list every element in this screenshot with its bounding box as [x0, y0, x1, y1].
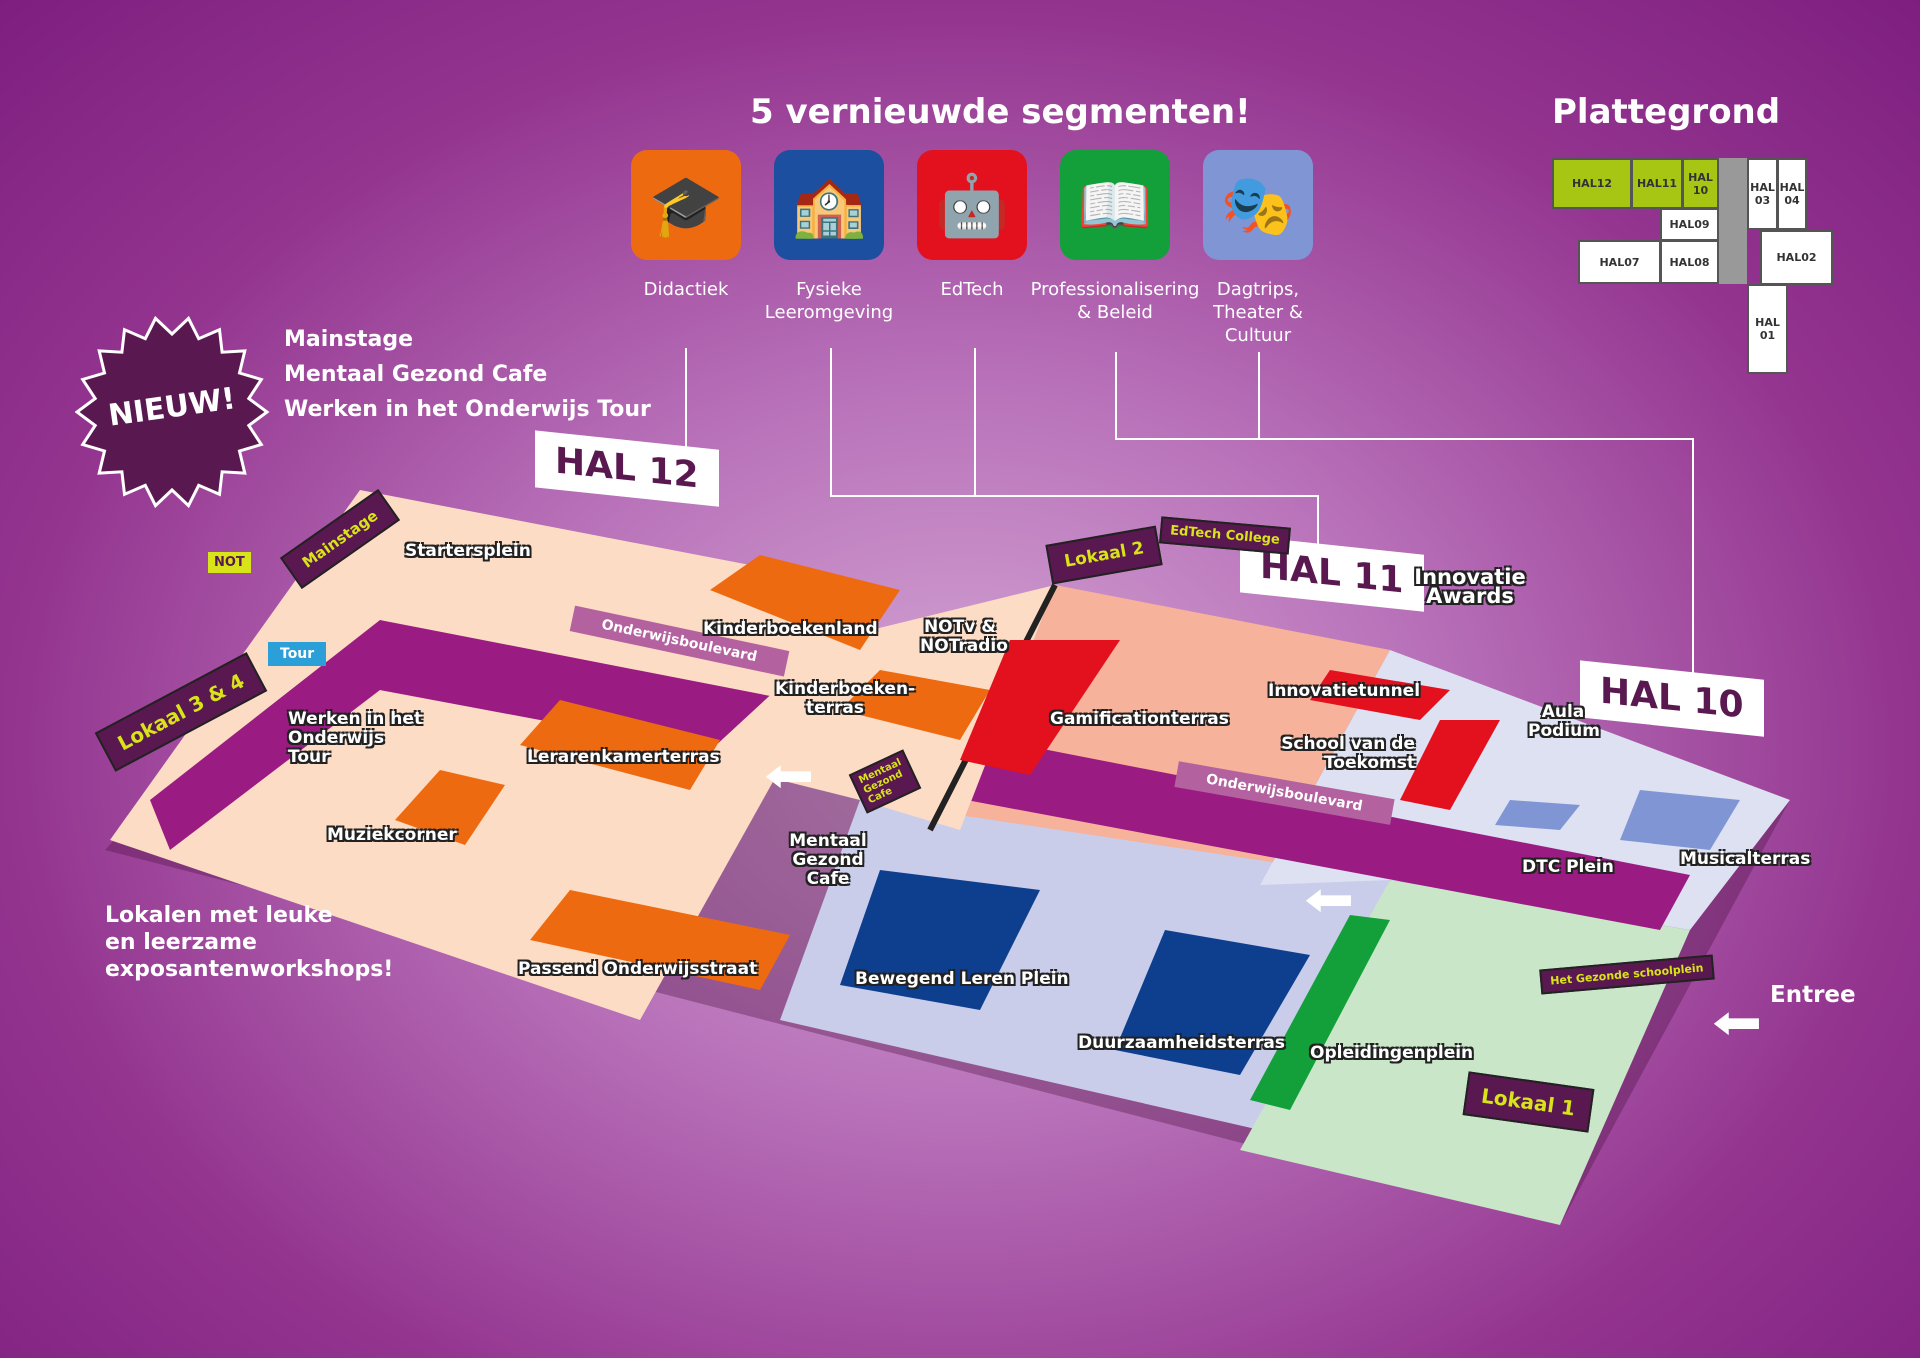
connector-line — [974, 348, 976, 496]
area-notv[interactable]: NOTv & NOTradio — [920, 617, 1008, 656]
connector-line — [1317, 495, 1319, 545]
mini-hal12: HAL12 — [1552, 158, 1632, 209]
hal12-floor — [110, 490, 880, 1020]
school-building-icon: 🏫 — [774, 150, 884, 260]
segment-didactiek[interactable]: 🎓Didactiek — [631, 150, 741, 300]
not-logo: NOT — [208, 552, 251, 573]
mini-hal09: HAL09 — [1660, 208, 1719, 241]
area-duurzaamheidsterras[interactable]: Duurzaamheidsterras — [1078, 1033, 1286, 1053]
gamification-zone — [960, 640, 1120, 775]
new-item: Werken in het Onderwijs Tour — [284, 397, 651, 422]
connector-line — [1115, 352, 1117, 440]
entrance-label: Entree — [1770, 982, 1856, 1008]
innovatie-awards: Innovatie Awards — [1414, 565, 1526, 608]
new-badge-starburst — [75, 315, 270, 509]
area-opleidingenplein[interactable]: Opleidingenplein — [1310, 1043, 1474, 1063]
segments-title: 5 vernieuwde segmenten! — [750, 92, 1251, 132]
school-toekomst-zone — [1400, 720, 1500, 810]
workshops-note: Lokalen met leuke en leerzame exposanten… — [105, 903, 394, 982]
mini-hal02: HAL02 — [1760, 230, 1833, 285]
area-muziekcorner[interactable]: Muziekcorner — [327, 825, 457, 845]
graduation-cap-icon: 🎓 — [631, 150, 741, 260]
duurzaamheid-zone — [1115, 930, 1310, 1075]
entrance-arrow-icon: ⬅ — [1712, 995, 1763, 1049]
kinderboekenterras-zone — [840, 670, 990, 740]
robot-icon: 🤖 — [917, 150, 1027, 260]
new-items: Mainstage Mentaal Gezond Cafe Werken in … — [284, 322, 651, 427]
lerarenkamer-zone — [520, 700, 720, 790]
area-bewegend-leren-plein[interactable]: Bewegend Leren Plein — [855, 969, 1069, 989]
mini-hal07: HAL07 — [1578, 240, 1661, 284]
mini-hal04: HAL 04 — [1777, 158, 1807, 230]
connector-line — [830, 348, 832, 496]
segment-edtech[interactable]: 🤖EdTech — [917, 150, 1027, 300]
mini-hal11: HAL11 — [1631, 158, 1683, 209]
bewegend-zone — [840, 870, 1040, 1010]
area-innovatietunnel[interactable]: Innovatietunnel — [1268, 681, 1421, 701]
area-werken-tour[interactable]: Werken in het Onderwijs Tour — [288, 709, 423, 767]
area-kinderboekenland[interactable]: Kinderboekenland — [703, 619, 878, 639]
open-book-icon: 📖 — [1060, 150, 1170, 260]
segment-dagtrips[interactable]: 🎭Dagtrips, Theater & Cultuur — [1203, 150, 1313, 346]
mini-hal03: HAL 03 — [1747, 158, 1778, 230]
connector-line — [685, 348, 687, 468]
segment-fysieke-leeromgeving[interactable]: 🏫Fysieke Leeromgeving — [765, 150, 893, 323]
new-item: Mainstage — [284, 327, 414, 352]
opleidingen-zone — [1250, 915, 1390, 1110]
arrow-left-icon: ⬅ — [764, 748, 815, 802]
mini-hal10: HAL 10 — [1682, 158, 1719, 209]
area-gamificationterras[interactable]: Gamificationterras — [1050, 709, 1229, 729]
connector-line — [1115, 438, 1693, 440]
passend-zone — [530, 890, 790, 990]
musical-zone — [1620, 790, 1740, 850]
connector-line — [830, 495, 1318, 497]
area-school-van-de-toekomst[interactable]: School van de Toekomst — [1281, 734, 1415, 773]
connector-line — [1258, 352, 1260, 440]
muziekcorner-zone — [395, 770, 505, 845]
area-mentaal-gezond-cafe[interactable]: Mentaal Gezond Cafe — [789, 831, 867, 889]
area-dtc-plein[interactable]: DTC Plein — [1522, 857, 1614, 877]
area-aula-podium[interactable]: Aula Podium — [1528, 702, 1600, 741]
kinderboekenland-zone — [710, 555, 900, 650]
arrow-left-icon: ⬅ — [1304, 872, 1355, 926]
area-musicalterras[interactable]: Musicalterras — [1680, 849, 1811, 869]
mini-hal01: HAL 01 — [1747, 284, 1788, 374]
area-lerarenkamerterras[interactable]: Lerarenkamerterras — [527, 747, 720, 767]
connector-line — [1692, 438, 1694, 683]
aula-zone — [1495, 800, 1580, 830]
area-kinderboekenterras[interactable]: Kinderboeken-terras — [775, 679, 916, 718]
overview-title: Plattegrond — [1552, 92, 1781, 132]
mini-hal08: HAL08 — [1660, 240, 1719, 284]
innovatietunnel-zone — [1310, 670, 1450, 720]
tour-sign: Tour — [268, 642, 327, 666]
mini-corridor — [1719, 158, 1747, 284]
segment-professionalisering[interactable]: 📖Professionalisering & Beleid — [1031, 150, 1199, 323]
new-item: Mentaal Gezond Cafe — [284, 362, 548, 387]
theater-masks-icon: 🎭 — [1203, 150, 1313, 260]
area-passend-onderwijsstraat[interactable]: Passend Onderwijsstraat — [518, 959, 758, 979]
area-startersplein[interactable]: Startersplein — [405, 541, 531, 561]
